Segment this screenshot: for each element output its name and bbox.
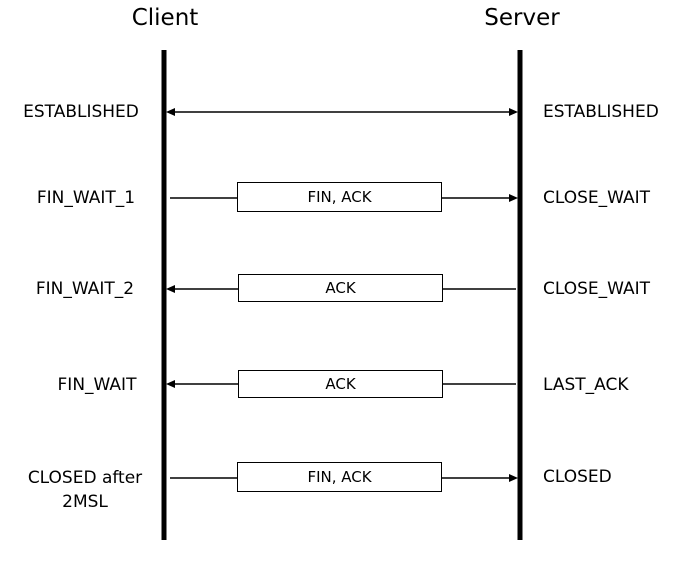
client-state-fin-wait-1: FIN_WAIT_1 — [36, 188, 136, 208]
client-state-closed: CLOSED after 2MSL — [27, 468, 143, 512]
closed-arrowhead — [509, 474, 518, 482]
server-state-closed: CLOSED — [543, 467, 612, 487]
fin-wait-1-arrowhead — [509, 194, 518, 202]
message-fin-ack-1: FIN, ACK — [237, 182, 442, 212]
server-header: Server — [484, 5, 560, 31]
message-fin-ack-2: FIN, ACK — [237, 462, 442, 492]
client-header: Client — [131, 5, 199, 31]
established-arrowhead-right — [509, 108, 518, 116]
fin-wait-arrowhead — [166, 380, 175, 388]
client-state-established: ESTABLISHED — [23, 102, 139, 122]
message-ack-2: ACK — [238, 370, 443, 398]
server-state-last-ack: LAST_ACK — [543, 375, 629, 395]
client-state-fin-wait: FIN_WAIT — [57, 375, 137, 395]
established-arrowhead-left — [166, 108, 175, 116]
server-state-close-wait-2: CLOSE_WAIT — [543, 279, 651, 299]
server-state-established: ESTABLISHED — [543, 102, 659, 122]
fin-wait-2-arrowhead — [166, 285, 175, 293]
client-state-fin-wait-2: FIN_WAIT_2 — [35, 279, 135, 299]
server-state-close-wait-1: CLOSE_WAIT — [543, 188, 651, 208]
message-ack-1: ACK — [238, 274, 443, 302]
